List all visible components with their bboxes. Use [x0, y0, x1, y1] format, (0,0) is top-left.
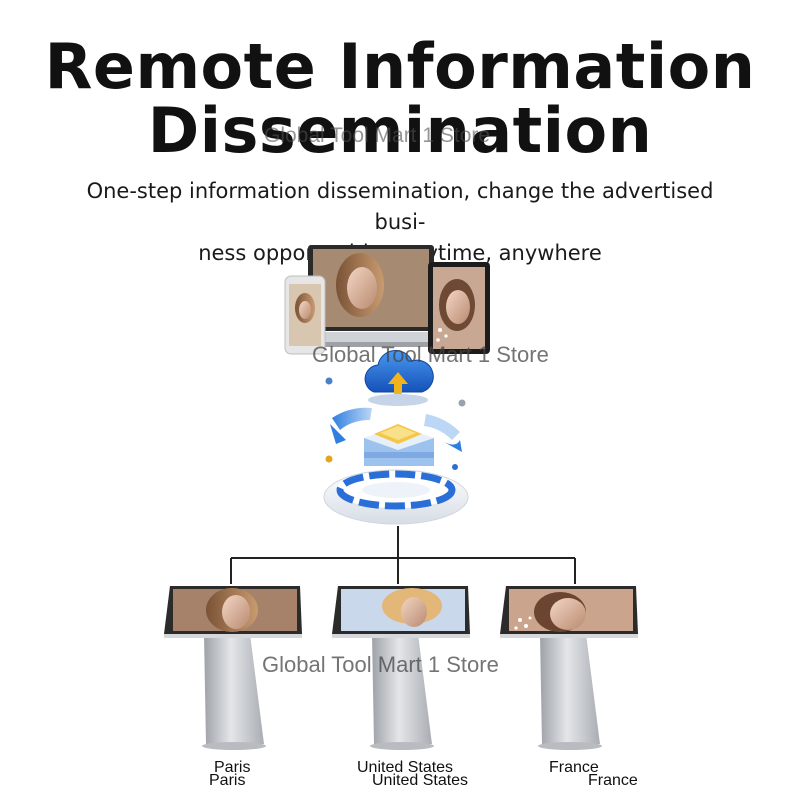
- subtitle-line-1: One-step information dissemination, chan…: [86, 179, 714, 234]
- location-label-paris: Paris: [214, 759, 251, 776]
- location-label-united-states-shadow: United States: [372, 772, 469, 789]
- page-title-line-1: Remote Information: [44, 30, 756, 103]
- location-label-france-shadow: France: [588, 772, 638, 789]
- decor-dot: [325, 455, 333, 463]
- cloud-upload-icon: [364, 350, 434, 406]
- decor-dot: [458, 399, 466, 407]
- page-subtitle: One-step information dissemination, chan…: [70, 176, 730, 269]
- devices-group: [284, 245, 490, 355]
- decor-dot: [452, 464, 458, 470]
- data-server-icon: [323, 407, 469, 525]
- location-label-united-states: United States: [357, 759, 454, 776]
- kiosk-paris: [164, 586, 302, 750]
- tablet-icon: [428, 262, 490, 354]
- kiosk-france: [500, 586, 638, 750]
- connector-lines: [230, 526, 576, 584]
- laptop-icon: [286, 245, 456, 347]
- page-title-line-2: Dissemination: [147, 94, 653, 167]
- location-label-paris-shadow: Paris: [209, 772, 246, 789]
- location-label-france: France: [549, 759, 599, 776]
- decor-dot: [325, 377, 333, 385]
- phone-icon: [284, 275, 326, 355]
- kiosk-united-states: [332, 586, 470, 750]
